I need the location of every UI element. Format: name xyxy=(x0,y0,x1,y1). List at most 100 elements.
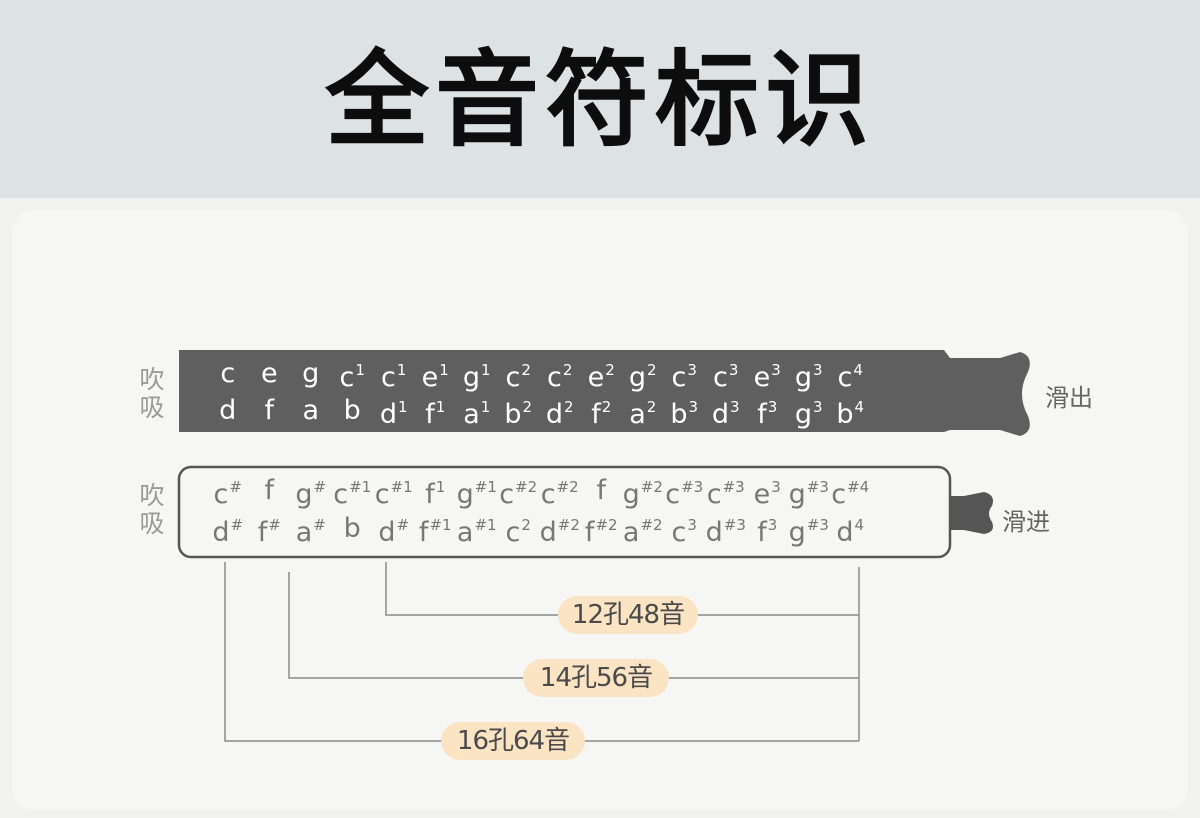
note-modifier: # xyxy=(396,516,410,534)
note-letter: f xyxy=(425,479,435,510)
note-modifier: #1 xyxy=(390,478,413,496)
note-letter: g xyxy=(462,362,481,393)
lower-draw-side-label: 吸 xyxy=(139,509,165,538)
note-letter: a xyxy=(456,517,474,548)
note-letter: f xyxy=(596,475,606,506)
note-modifier: 3 xyxy=(730,398,740,416)
lower-blow-note-15: g#3 xyxy=(788,469,830,513)
note-modifier: #1 xyxy=(349,478,372,496)
upper-blow-note-13: c3 xyxy=(705,352,747,396)
note-letter: c xyxy=(499,479,515,510)
upper-blow-note-9: c2 xyxy=(539,352,581,396)
note-letter: g xyxy=(794,399,813,430)
lower-draw-note-13: d#3 xyxy=(705,507,747,551)
note-letter: d xyxy=(545,399,564,430)
lower-blow-note-9: c#2 xyxy=(539,469,581,513)
upper-draw-note-15: g3 xyxy=(788,389,830,433)
note-letter: b xyxy=(504,399,522,430)
upper-blow-note-12: c3 xyxy=(664,352,706,396)
note-letter: g xyxy=(794,362,813,393)
note-letter: f xyxy=(757,517,767,548)
note-letter: b xyxy=(836,399,854,430)
note-modifier: 2 xyxy=(521,361,531,379)
note-letter: a xyxy=(463,399,480,430)
upper-end-label: 滑出 xyxy=(1045,384,1093,412)
upper-blow-note-8: c2 xyxy=(498,352,540,396)
note-modifier: 1 xyxy=(481,361,491,379)
note-letter: a xyxy=(302,395,320,426)
note-letter: e xyxy=(421,362,439,393)
upper-blow-note-6: e1 xyxy=(415,352,457,396)
note-modifier: #3 xyxy=(722,478,745,496)
note-modifier: 3 xyxy=(771,361,781,379)
note-modifier: 3 xyxy=(813,398,823,416)
note-modifier: 3 xyxy=(767,516,778,534)
note-letter: c xyxy=(831,479,847,510)
note-letter: c xyxy=(665,479,681,510)
note-letter: c xyxy=(706,479,722,510)
upper-draw-side-label: 吸 xyxy=(139,393,165,422)
lower-draw-note-7: a#1 xyxy=(456,507,498,551)
lower-draw-note-10: f#2 xyxy=(581,507,623,551)
page-title: 全音符标识 xyxy=(324,39,875,161)
note-letter: e xyxy=(753,362,771,393)
lower-draw-note-1: d# xyxy=(207,507,249,551)
lower-draw-note-2: f# xyxy=(249,507,291,551)
note-modifier: #2 xyxy=(557,516,580,534)
note-modifier: 3 xyxy=(728,361,739,379)
note-letter: g xyxy=(622,479,640,510)
note-letter: d xyxy=(378,517,396,548)
note-letter: c xyxy=(505,517,521,548)
upper-draw-note-10: f2 xyxy=(581,389,623,433)
upper-blow-note-3: g xyxy=(290,356,332,392)
note-letter: g xyxy=(302,358,320,389)
note-modifier: 2 xyxy=(562,361,573,379)
lower-blow-note-5: c#1 xyxy=(373,469,415,513)
bracket-12-line xyxy=(385,562,859,616)
lower-blow-note-1: c# xyxy=(207,469,249,513)
lower-blow-note-14: e3 xyxy=(747,469,789,513)
upper-harmonica-body xyxy=(179,350,1030,436)
note-modifier: #2 xyxy=(556,478,579,496)
lower-draw-note-16: d4 xyxy=(830,507,872,551)
note-modifier: 4 xyxy=(854,398,865,416)
note-letter: g xyxy=(456,479,474,510)
upper-draw-note-2: f xyxy=(249,393,291,429)
note-letter: c xyxy=(671,362,687,393)
upper-blow-note-2: e xyxy=(249,356,291,392)
lower-draw-note-12: c3 xyxy=(664,507,706,551)
lower-blow-note-2: f xyxy=(249,473,291,509)
bracket-16-line xyxy=(224,562,859,742)
note-letter: d xyxy=(379,399,398,430)
header-band: 全音符标识 xyxy=(0,0,1200,198)
note-letter: d xyxy=(539,517,557,548)
bracket-14-line xyxy=(288,572,859,679)
note-modifier: 3 xyxy=(813,361,823,379)
upper-draw-note-5: d1 xyxy=(373,389,415,433)
note-letter: c xyxy=(333,479,349,510)
upper-draw-note-11: a2 xyxy=(622,389,664,433)
note-modifier: #2 xyxy=(640,516,663,534)
note-modifier: #1 xyxy=(429,516,452,534)
note-letter: b xyxy=(670,399,688,430)
note-letter: c xyxy=(540,479,556,510)
note-modifier: #2 xyxy=(515,478,538,496)
note-modifier: 4 xyxy=(854,516,865,534)
note-modifier: 1 xyxy=(435,398,446,416)
note-letter: d xyxy=(219,395,237,426)
note-modifier: #3 xyxy=(723,516,746,534)
note-letter: g xyxy=(628,362,647,393)
note-modifier: #2 xyxy=(640,478,663,496)
note-letter: c xyxy=(671,517,687,548)
note-letter: c xyxy=(837,362,853,393)
note-letter: b xyxy=(343,395,361,426)
note-letter: f xyxy=(591,399,601,430)
note-letter: d xyxy=(212,517,230,548)
bracket-12-pill: 12孔48音 xyxy=(558,596,698,634)
note-letter: a xyxy=(295,517,313,548)
note-letter: f xyxy=(264,395,274,426)
note-modifier: #3 xyxy=(681,478,704,496)
